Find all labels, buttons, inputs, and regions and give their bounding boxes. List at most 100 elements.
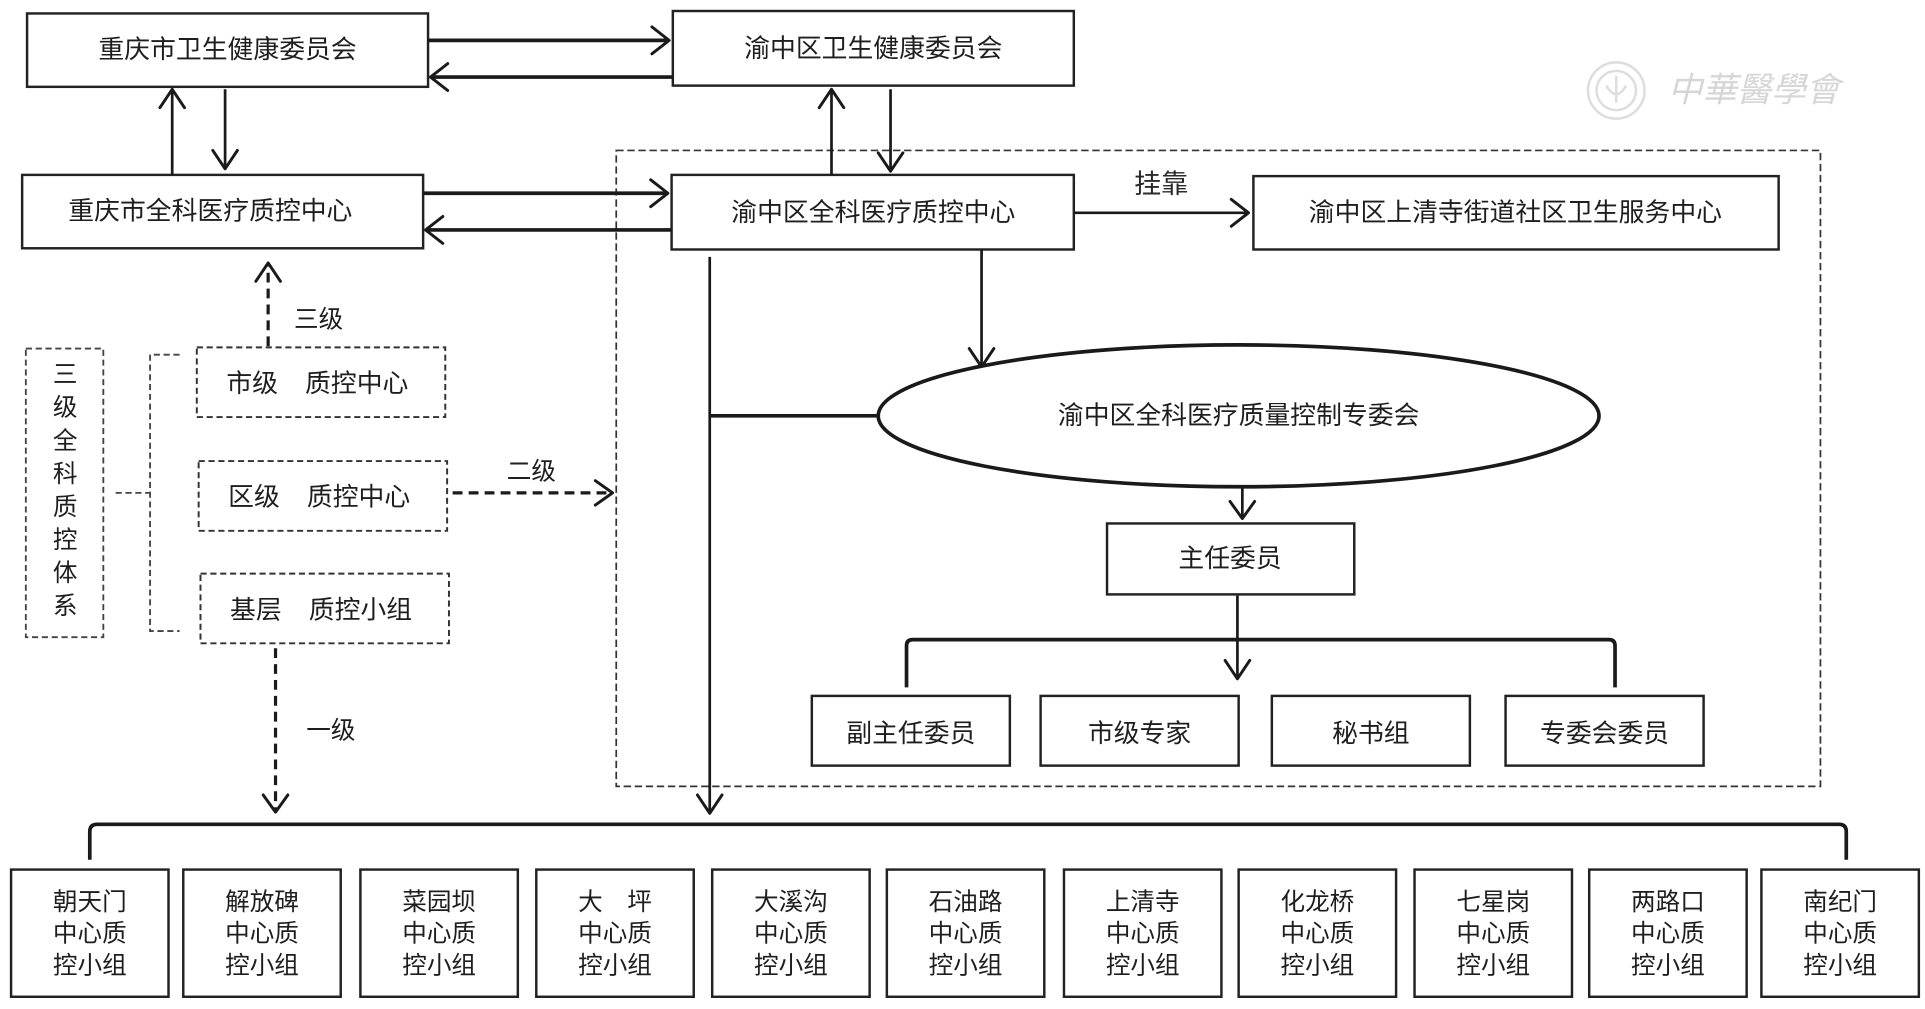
committee-member[interactable]: 秘书组 <box>1270 694 1472 767</box>
system-title-char: 质 <box>53 492 78 521</box>
qc-group-line2: 中心质 <box>1280 919 1354 948</box>
member-label: 市级专家 <box>1088 719 1191 749</box>
qc-group-line2: 中心质 <box>1803 919 1877 948</box>
qc-group-line3: 控小组 <box>402 951 476 980</box>
qc-group-name: 大溪沟 <box>754 887 828 916</box>
qc-group-line3: 控小组 <box>578 951 652 980</box>
qc-group-line3: 控小组 <box>1803 951 1877 980</box>
edge-label-level3: 三级 <box>294 305 343 334</box>
edge-label-affiliated: 挂靠 <box>1134 169 1188 200</box>
qc-group-name: 化龙桥 <box>1280 887 1354 916</box>
committee-member[interactable]: 副主任委员 <box>810 694 1012 767</box>
qc-group-line2: 中心质 <box>53 919 127 948</box>
node-label: 重庆市全科医疗质控中心 <box>68 197 352 227</box>
level-unit: 质控中心 <box>305 369 408 399</box>
system-title-box <box>24 347 105 639</box>
system-levels: 市级质控中心区级质控中心基层质控小组 <box>195 346 450 645</box>
committee-member[interactable]: 市级专家 <box>1039 694 1240 767</box>
node-cq-gp-qc-center[interactable]: 重庆市全科医疗质控中心 <box>20 173 425 250</box>
qc-group-line2: 中心质 <box>402 919 476 948</box>
qc-group-name: 七星岗 <box>1456 887 1530 916</box>
system-level[interactable]: 基层质控小组 <box>199 572 450 645</box>
qc-group-line2: 中心质 <box>1106 919 1180 948</box>
level-unit: 质控小组 <box>309 595 412 625</box>
qc-group-name: 石油路 <box>929 887 1003 916</box>
node-cq-health-commission[interactable]: 重庆市卫生健康委员会 <box>25 12 430 89</box>
level-name: 市级 <box>226 369 278 399</box>
system-title-char: 三 <box>53 360 78 389</box>
system-title-char: 体 <box>53 558 78 587</box>
edge-label-level2: 二级 <box>507 456 556 485</box>
system-title-char: 控 <box>53 525 78 554</box>
district-region <box>615 149 1822 788</box>
watermark-text: 中華醫學會 <box>1668 71 1845 111</box>
level-arrows: 三级 二级 一级 <box>254 261 615 814</box>
three-level-system: 三级全科质控体系 市级质控中心区级质控中心基层质控小组 <box>24 346 450 645</box>
system-level[interactable]: 市级质控中心 <box>195 346 447 419</box>
committee-members: 副主任委员 市级专家 秘书组 专委会委员 <box>810 694 1705 767</box>
qc-group-line2: 中心质 <box>578 919 652 948</box>
node-label: 重庆市卫生健康委员会 <box>98 35 356 65</box>
qc-group-line3: 控小组 <box>225 951 299 980</box>
level-name: 基层 <box>230 595 282 625</box>
qc-group-line2: 中心质 <box>225 919 299 948</box>
qc-group-name: 南纪门 <box>1803 887 1877 916</box>
qc-group-line3: 控小组 <box>929 951 1003 980</box>
qc-group-line2: 中心质 <box>1456 919 1530 948</box>
node-director[interactable]: 主任委员 <box>1105 522 1356 596</box>
qc-group-line3: 控小组 <box>754 951 828 980</box>
edge-label-level1: 一级 <box>306 716 355 745</box>
system-title-char: 级 <box>53 393 78 422</box>
cma-seal-icon <box>1586 61 1646 120</box>
system-level[interactable]: 区级质控中心 <box>197 460 449 532</box>
qc-groups-bracket <box>87 822 1849 860</box>
node-label: 主任委员 <box>1178 544 1281 574</box>
node-label: 渝中区卫生健康委员会 <box>744 34 1002 64</box>
member-label: 副主任委员 <box>846 719 975 749</box>
level-unit: 质控中心 <box>307 483 410 513</box>
node-label: 渝中区上清寺街道社区卫生服务中心 <box>1309 198 1722 228</box>
qc-group-line3: 控小组 <box>1456 951 1530 980</box>
node-label: 渝中区全科医疗质量控制专委会 <box>1058 401 1420 431</box>
node-label: 渝中区全科医疗质控中心 <box>731 198 1015 228</box>
node-yz-gp-qc-center[interactable]: 渝中区全科医疗质控中心 <box>670 173 1076 251</box>
qc-group-name: 大 坪 <box>578 887 652 916</box>
system-title-char: 系 <box>53 591 78 620</box>
member-label: 秘书组 <box>1332 719 1409 749</box>
qc-group-name: 上清寺 <box>1106 887 1180 916</box>
qc-group-name: 两路口 <box>1631 887 1705 916</box>
qc-group-name: 解放碑 <box>225 887 299 916</box>
qc-group-line3: 控小组 <box>1280 951 1354 980</box>
system-title-char: 全 <box>53 426 78 455</box>
qc-group-line2: 中心质 <box>754 919 828 948</box>
node-yz-gp-qc-committee[interactable]: 渝中区全科医疗质量控制专委会 <box>876 343 1601 489</box>
qc-group-line3: 控小组 <box>53 951 127 980</box>
committee-member[interactable]: 专委会委员 <box>1504 694 1705 767</box>
node-shangqingsi-chsc[interactable]: 渝中区上清寺街道社区卫生服务中心 <box>1252 174 1780 251</box>
qc-group-name: 菜园坝 <box>402 887 476 916</box>
qc-group-line2: 中心质 <box>1631 919 1705 948</box>
qc-group-line2: 中心质 <box>929 919 1003 948</box>
qc-group-name: 朝天门 <box>53 887 127 916</box>
watermark: 中華醫學會 <box>1586 61 1845 120</box>
node-yz-health-commission[interactable]: 渝中区卫生健康委员会 <box>671 9 1076 87</box>
member-label: 专委会委员 <box>1540 719 1669 749</box>
qc-group-line3: 控小组 <box>1106 951 1180 980</box>
system-title-char: 科 <box>53 459 78 488</box>
qc-group-line3: 控小组 <box>1631 951 1705 980</box>
level-name: 区级 <box>228 483 280 513</box>
